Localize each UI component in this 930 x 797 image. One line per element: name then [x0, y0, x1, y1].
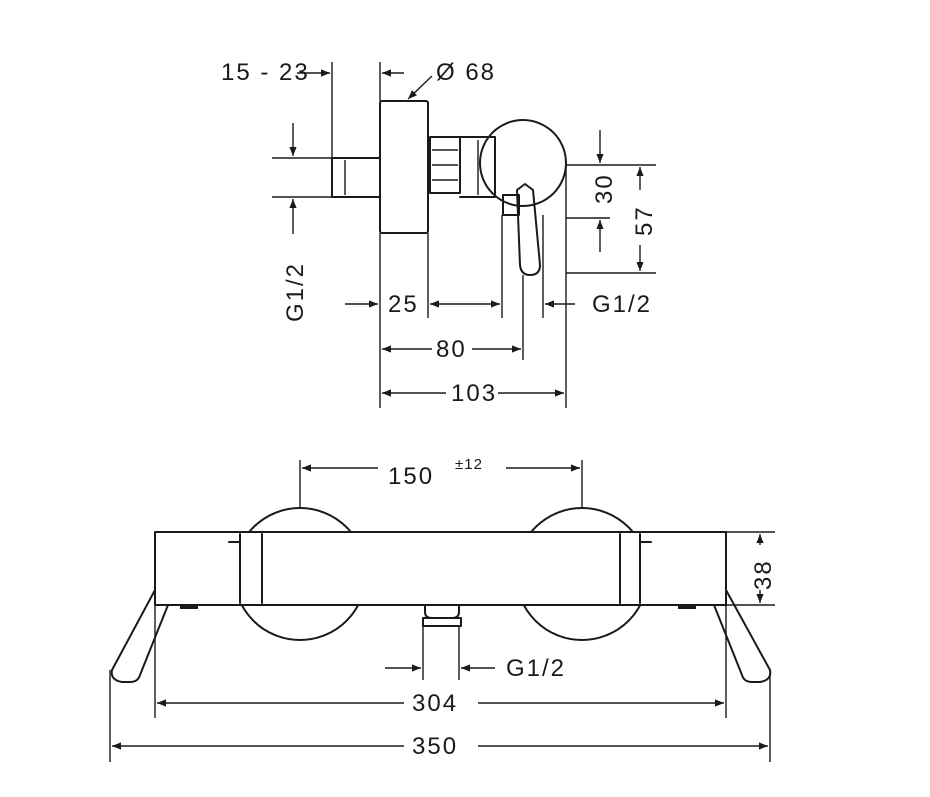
dim-outlet: G1/2 [506, 655, 566, 682]
mixer-body-side [459, 136, 496, 198]
dim-centers: 150 [388, 463, 434, 490]
dim-304: 304 [412, 690, 458, 717]
dim-30: 30 [591, 173, 618, 204]
dim-wall-range: 15 - 23 [221, 59, 310, 86]
escutcheon-plate [379, 100, 429, 234]
handle-knob [479, 119, 567, 207]
dim-height: 38 [750, 559, 777, 590]
thermostat-body [154, 531, 727, 606]
dim-connection-right: G1/2 [592, 291, 652, 318]
dim-57: 57 [631, 205, 658, 236]
wall-connection-stub [331, 157, 381, 198]
dim-103: 103 [451, 380, 497, 407]
side-view: 15 - 23 Ø 68 G1/2 25 G1/2 80 [221, 59, 658, 408]
front-view: 150 ±12 38 G1/2 304 350 [109, 456, 777, 762]
dim-25: 25 [388, 291, 419, 318]
outlet-spout [424, 604, 460, 619]
dim-centers-tolerance: ±12 [455, 456, 483, 473]
lever-handle [516, 183, 541, 276]
hex-nut [429, 136, 461, 194]
dim-80: 80 [436, 336, 467, 363]
outlet-fitting [502, 194, 520, 216]
dim-diameter: Ø 68 [436, 59, 496, 86]
dim-connection-left: G1/2 [282, 262, 309, 322]
dim-350: 350 [412, 733, 458, 760]
left-lever [110, 589, 169, 683]
